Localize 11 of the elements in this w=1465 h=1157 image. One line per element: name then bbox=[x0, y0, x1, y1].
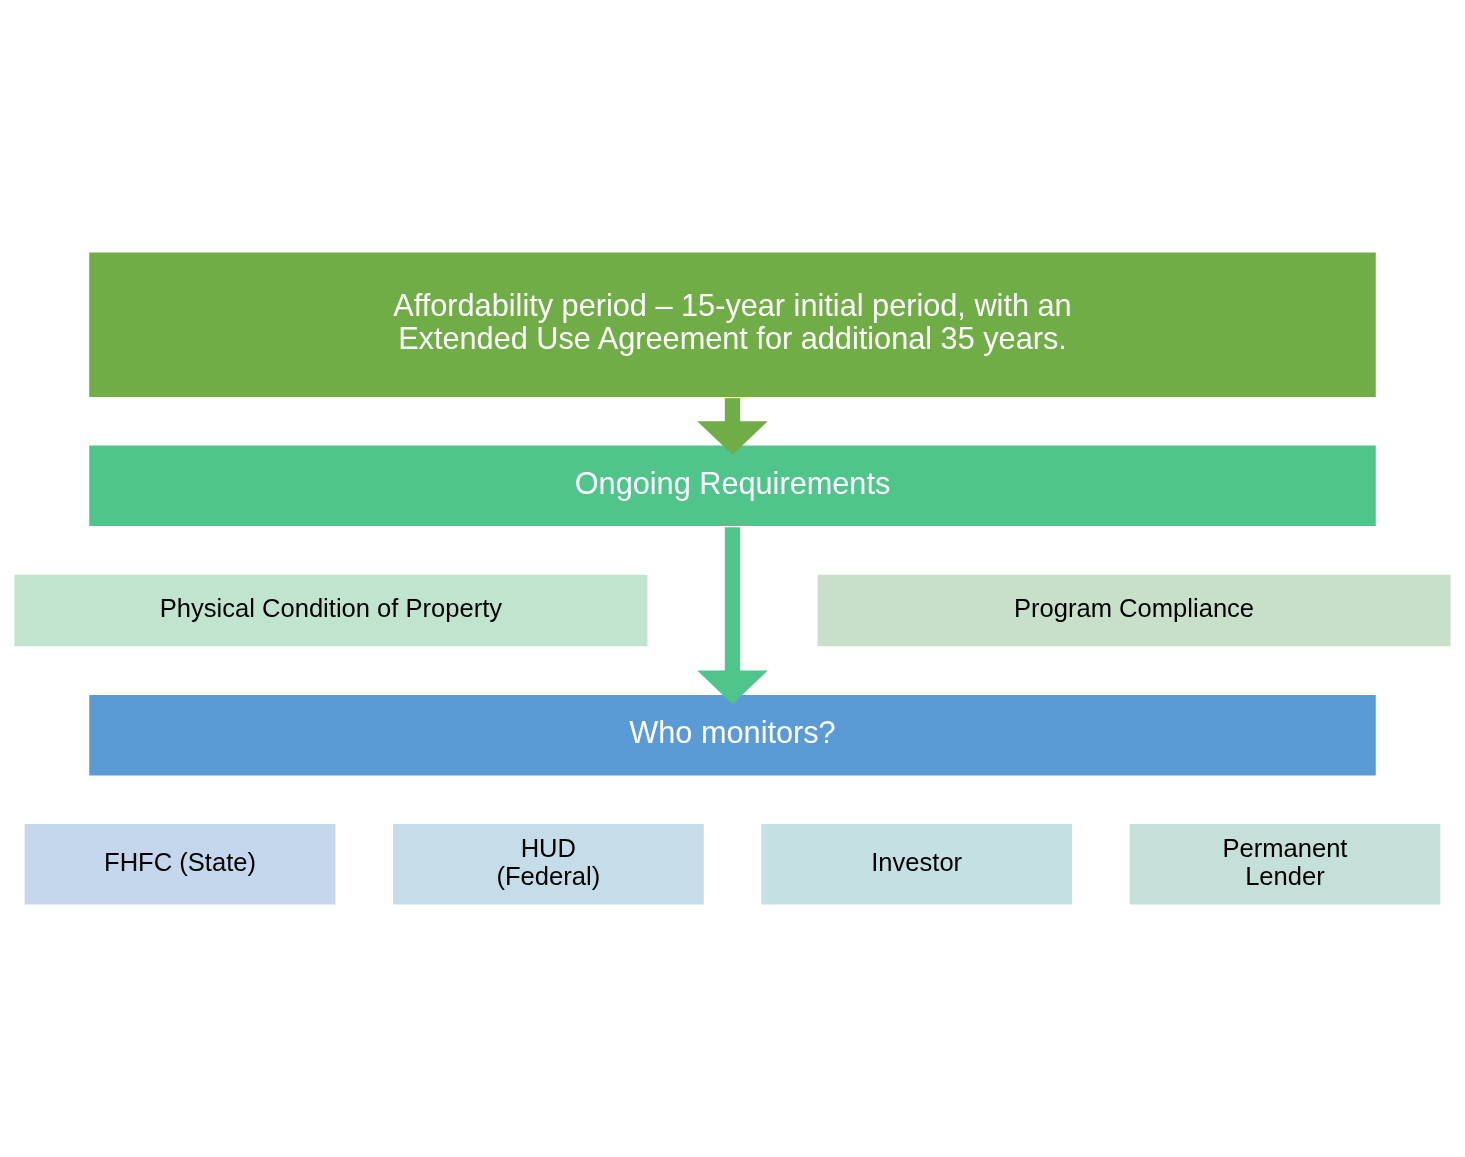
node-box: Program Compliance bbox=[815, 572, 1454, 649]
node-box: Who monitors? bbox=[86, 692, 1379, 778]
arrow bbox=[697, 398, 768, 455]
node-box: FHFC (State) bbox=[22, 821, 338, 908]
node-box: Investor bbox=[758, 821, 1075, 908]
node-box: Physical Condition of Property bbox=[11, 572, 650, 649]
node-box: Ongoing Requirements bbox=[86, 442, 1379, 529]
node-box: Affordability period – 15-year initial period, with an Extended Use Agreement for additional 35 years. bbox=[86, 249, 1379, 400]
arrow bbox=[697, 527, 768, 705]
node-box: HUD (Federal) bbox=[390, 821, 707, 908]
node-box: Permanent Lender bbox=[1127, 821, 1443, 908]
